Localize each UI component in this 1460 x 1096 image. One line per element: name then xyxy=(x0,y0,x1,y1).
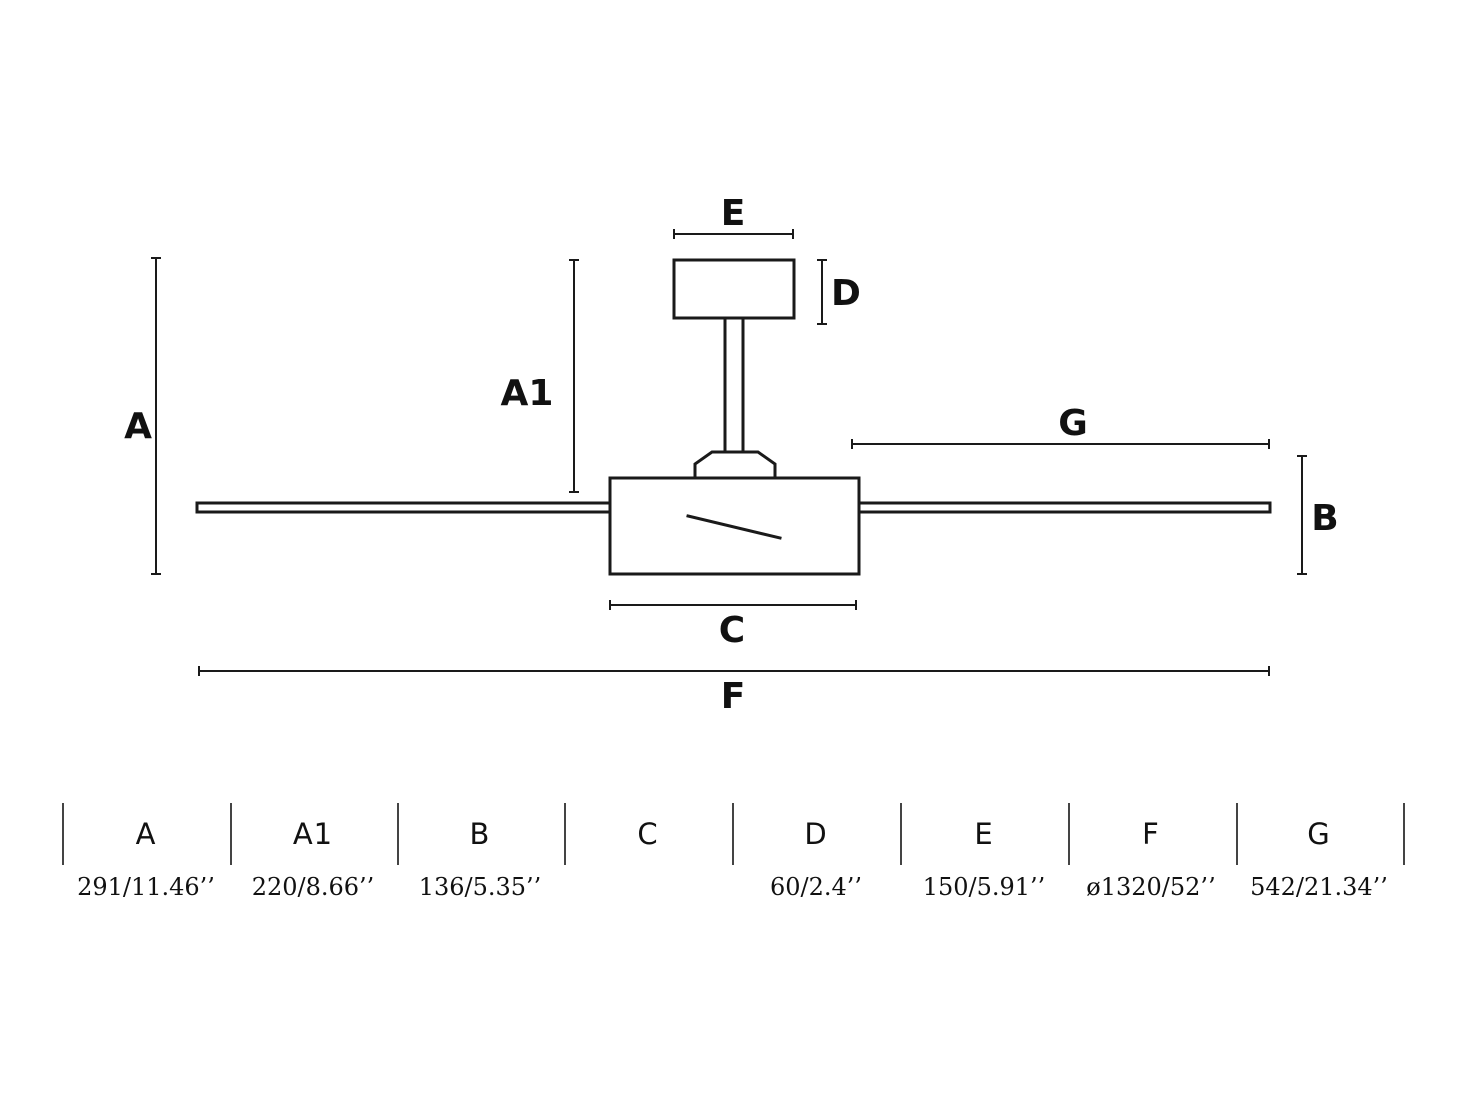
label-e: E xyxy=(721,193,746,234)
dimension-d-line xyxy=(817,259,827,325)
spec-key: C xyxy=(637,817,659,851)
dimension-g-line xyxy=(851,439,1270,449)
canopy xyxy=(672,258,796,320)
right-blade xyxy=(857,501,1272,514)
left-blade xyxy=(195,501,612,514)
spec-value: 150/5.91’’ xyxy=(922,873,1046,901)
motor-housing xyxy=(608,476,861,576)
table-divider xyxy=(732,803,734,865)
spec-column-a1: A1 220/8.66’’ xyxy=(229,803,397,913)
table-divider xyxy=(900,803,902,865)
spec-key: B xyxy=(469,817,491,851)
table-divider xyxy=(1403,803,1405,865)
spec-value: 136/5.35’’ xyxy=(418,873,542,901)
table-divider xyxy=(1236,803,1238,865)
spec-column-d: D 60/2.4’’ xyxy=(732,803,900,913)
dimension-spec-table: A 291/11.46’’ A1 220/8.66’’ B 136/5.35’’… xyxy=(62,803,1406,913)
table-divider xyxy=(1068,803,1070,865)
label-b: B xyxy=(1311,498,1338,539)
spec-column-a: A 291/11.46’’ xyxy=(62,803,230,913)
spec-value: 220/8.66’’ xyxy=(251,873,375,901)
fan-dimension-diagram: A A1 E D G B C F xyxy=(124,193,1339,717)
motor-detail-line xyxy=(686,514,782,540)
dimension-b-line xyxy=(1297,455,1307,575)
spec-key: G xyxy=(1307,817,1331,851)
label-g: G xyxy=(1058,403,1088,444)
dimension-f-line xyxy=(198,666,1270,676)
spec-column-c: C xyxy=(564,803,732,913)
spec-value: 291/11.46’’ xyxy=(77,873,215,901)
spec-key: A1 xyxy=(292,817,334,851)
label-a1: A1 xyxy=(501,373,554,414)
spec-column-f: F ø1320/52’’ xyxy=(1067,803,1235,913)
spec-key: E xyxy=(974,817,994,851)
downrod xyxy=(723,316,745,454)
table-divider xyxy=(62,803,64,865)
dimension-a1-line xyxy=(569,259,579,493)
dimension-c-line xyxy=(609,600,857,610)
label-c: C xyxy=(719,610,745,651)
label-d: D xyxy=(831,273,861,314)
spec-key: D xyxy=(804,817,828,851)
dimension-e-line xyxy=(673,229,794,239)
spec-column-g: G 542/21.34’’ xyxy=(1235,803,1403,913)
table-divider xyxy=(397,803,399,865)
spec-value: 60/2.4’’ xyxy=(769,873,863,901)
motor-coupler xyxy=(693,450,777,480)
spec-column-e: E 150/5.91’’ xyxy=(900,803,1068,913)
table-divider xyxy=(230,803,232,865)
spec-key: A xyxy=(135,817,157,851)
dimension-a-line xyxy=(151,257,161,575)
spec-key: F xyxy=(1142,817,1160,851)
label-a: A xyxy=(124,406,152,447)
spec-column-b: B 136/5.35’’ xyxy=(396,803,564,913)
spec-value: ø1320/52’’ xyxy=(1086,873,1216,901)
label-f: F xyxy=(721,676,746,717)
table-divider xyxy=(564,803,566,865)
spec-value: 542/21.34’’ xyxy=(1250,873,1388,901)
